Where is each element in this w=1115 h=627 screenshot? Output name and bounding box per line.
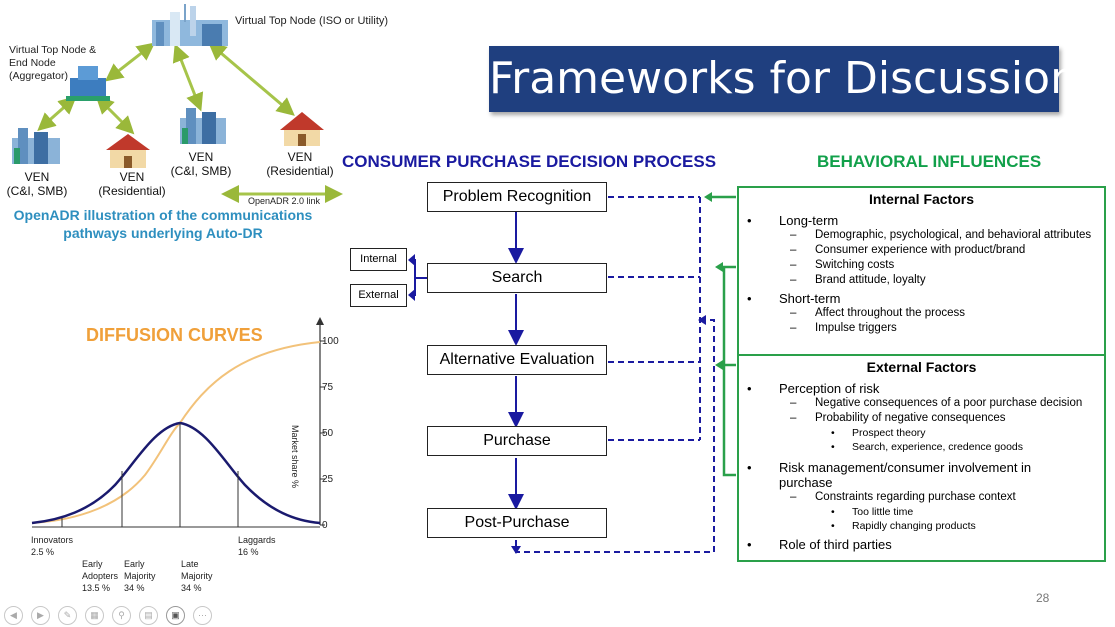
search-internal-box: Internal bbox=[350, 248, 407, 271]
process-heading: CONSUMER PURCHASE DECISION PROCESS bbox=[342, 152, 717, 171]
openadr-caption: OpenADR illustration of the communicatio… bbox=[13, 207, 313, 241]
short-term-item: Short-term bbox=[739, 291, 1104, 306]
mgmt-sub-1: Constraints regarding purchase context bbox=[739, 490, 1104, 505]
subtitle-icon[interactable]: ▤ bbox=[139, 606, 158, 625]
tick-0: 0 bbox=[322, 520, 328, 531]
diffusion-title: DIFFUSION CURVES bbox=[86, 325, 263, 345]
long-term-sub-3: Switching costs bbox=[739, 258, 1104, 273]
page-number: 28 bbox=[1036, 591, 1050, 605]
external-factors-title: External Factors bbox=[866, 359, 977, 375]
risk-subsub-1: Prospect theory bbox=[739, 426, 1104, 440]
bell-curve bbox=[31, 421, 321, 525]
step-purchase: Purchase bbox=[427, 426, 607, 456]
ven-house-icon-4 bbox=[280, 112, 324, 146]
top-node-label: Virtual Top Node (ISO or Utility) bbox=[235, 15, 389, 27]
risk-sub-2: Probability of negative consequences bbox=[739, 411, 1104, 426]
aggregator-label: Virtual Top Node & End Node (Aggregator) bbox=[9, 44, 97, 82]
zoom-icon[interactable]: ⚲ bbox=[112, 606, 131, 625]
influences-heading: BEHAVIORAL INFLUENCES bbox=[817, 152, 1042, 171]
mgmt-subsub-2: Rapidly changing products bbox=[739, 519, 1104, 533]
ven-label-2: VEN (Residential) bbox=[98, 170, 166, 198]
long-term-item: Long-term bbox=[739, 213, 1104, 228]
long-term-sub-1: Demographic, psychological, and behavior… bbox=[739, 228, 1104, 243]
diffusion-chart bbox=[31, 317, 325, 528]
camera-icon[interactable]: ▣ bbox=[166, 606, 185, 625]
ven-label-1: VEN (C&I, SMB) bbox=[6, 170, 68, 198]
tick-25: 25 bbox=[322, 474, 334, 485]
long-term-sub-4: Brand attitude, loyalty bbox=[739, 273, 1104, 288]
risk-subsub-2: Search, experience, credence goods bbox=[739, 440, 1104, 454]
process-connectors bbox=[408, 192, 736, 554]
internal-factors-panel: Internal Factors Long-term Demographic, … bbox=[737, 186, 1106, 356]
openadr-link-label: OpenADR 2.0 link bbox=[248, 196, 321, 206]
mgmt-subsub-1: Too little time bbox=[739, 505, 1104, 519]
long-term-sub-2: Consumer experience with product/brand bbox=[739, 243, 1104, 258]
aggregator-building-icon bbox=[66, 66, 110, 101]
tick-100: 100 bbox=[322, 336, 339, 347]
third-parties-item: Role of third parties bbox=[739, 537, 1104, 552]
tick-75: 75 bbox=[322, 382, 334, 393]
ven-label-4: VEN (Residential) bbox=[266, 150, 334, 178]
play-icon[interactable]: ▶ bbox=[31, 606, 50, 625]
ven-label-3: VEN (C&I, SMB) bbox=[170, 150, 232, 178]
internal-factors-title: Internal Factors bbox=[868, 191, 975, 207]
tick-50: 50 bbox=[322, 428, 334, 439]
short-term-sub-2: Impulse triggers bbox=[739, 321, 1104, 336]
slide-title: Frameworks for Discussion bbox=[489, 46, 1078, 112]
slides-icon[interactable]: ▦ bbox=[85, 606, 104, 625]
market-share-axis-label: Market share % bbox=[290, 425, 300, 489]
risk-sub-1: Negative consequences of a poor purchase… bbox=[739, 396, 1104, 411]
more-icon[interactable]: ⋯ bbox=[193, 606, 212, 625]
utility-building-icon bbox=[152, 4, 228, 46]
ven-commercial-icon-3 bbox=[180, 108, 226, 144]
step-search: Search bbox=[427, 263, 607, 293]
prev-icon[interactable]: ◀ bbox=[4, 606, 23, 625]
ven-house-icon-2 bbox=[106, 134, 150, 168]
step-post-purchase: Post-Purchase bbox=[427, 508, 607, 538]
step-alternative-evaluation: Alternative Evaluation bbox=[427, 345, 607, 375]
risk-item: Perception of risk bbox=[739, 381, 1104, 396]
risk-management-item: Risk management/consumer involvement in … bbox=[739, 460, 1104, 490]
step-problem-recognition: Problem Recognition bbox=[427, 182, 607, 212]
cumulative-curve bbox=[31, 341, 321, 524]
short-term-sub-1: Affect throughout the process bbox=[739, 306, 1104, 321]
pen-icon[interactable]: ✎ bbox=[58, 606, 77, 625]
openadr-diagram bbox=[12, 4, 343, 203]
external-factors-panel: External Factors Perception of risk Nega… bbox=[737, 354, 1106, 562]
search-external-box: External bbox=[350, 284, 407, 307]
ven-commercial-icon-1 bbox=[12, 128, 60, 164]
